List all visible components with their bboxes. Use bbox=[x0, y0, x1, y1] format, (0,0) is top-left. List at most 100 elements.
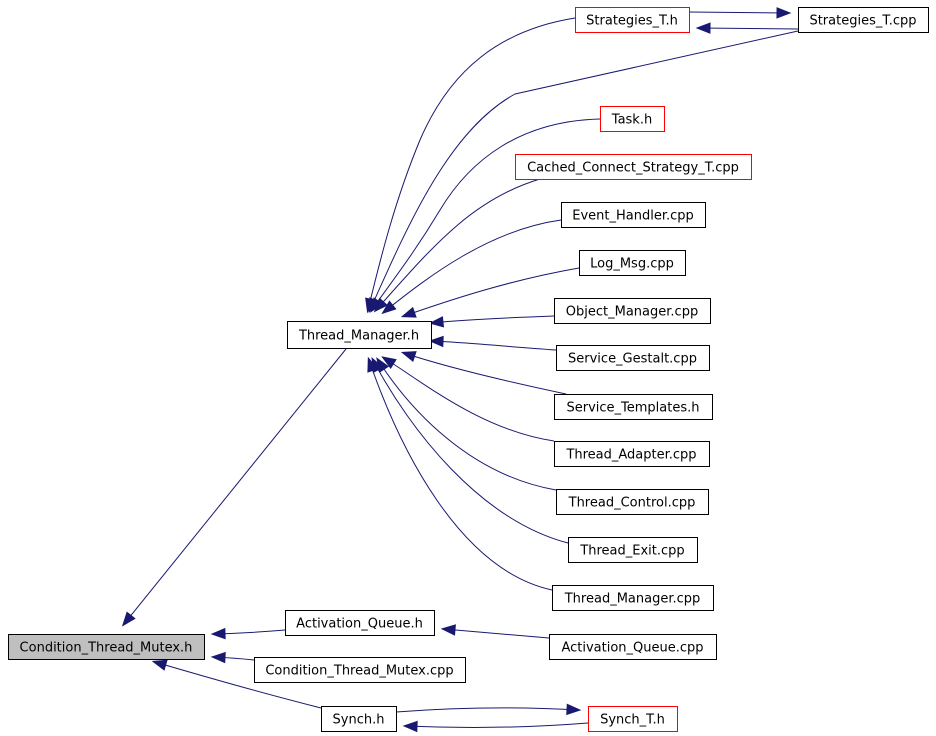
node-box[interactable] bbox=[321, 706, 397, 732]
node-label: Service_Templates.h bbox=[566, 401, 699, 416]
node-box[interactable] bbox=[8, 634, 205, 660]
edge-object_manager_cpp-to-thread_manager_h bbox=[428, 315, 555, 328]
arrowhead-icon bbox=[566, 703, 582, 716]
edge-synch_h-to-condition_thread_mutex_h bbox=[151, 659, 322, 709]
node-label: Task.h bbox=[611, 113, 652, 128]
node-strategies-t-h[interactable]: Strategies_T.h bbox=[575, 7, 690, 33]
node-box[interactable] bbox=[579, 250, 686, 276]
node-thread-control-cpp[interactable]: Thread_Control.cpp bbox=[556, 489, 709, 515]
edge-cached_connect_strategy_t_cpp-to-thread_manager_h bbox=[373, 178, 541, 313]
node-event-handler-cpp[interactable]: Event_Handler.cpp bbox=[561, 202, 706, 228]
edge-line bbox=[431, 315, 555, 324]
node-label: Thread_Exit.cpp bbox=[579, 544, 684, 559]
arrowhead-icon bbox=[428, 316, 445, 328]
edge-condition_thread_mutex_cpp-to-condition_thread_mutex_h bbox=[210, 651, 255, 664]
node-box[interactable] bbox=[554, 394, 713, 420]
edge-line bbox=[372, 359, 569, 544]
node-box[interactable] bbox=[561, 202, 706, 228]
edge-synch_h-to-synch_t_h bbox=[395, 703, 582, 716]
node-thread-manager-cpp[interactable]: Thread_Manager.cpp bbox=[552, 585, 714, 611]
edge-thread_manager_cpp-to-thread_manager_h bbox=[367, 356, 553, 591]
node-service-templates-h[interactable]: Service_Templates.h bbox=[554, 394, 713, 420]
arrowhead-icon bbox=[381, 300, 397, 315]
node-box[interactable] bbox=[285, 610, 435, 636]
node-box[interactable] bbox=[568, 537, 698, 563]
edge-line bbox=[383, 219, 562, 313]
arrowhead-icon bbox=[381, 356, 397, 369]
edge-synch_t_h-to-synch_h bbox=[402, 720, 589, 733]
node-label: Cached_Connect_Strategy_T.cpp bbox=[527, 161, 739, 176]
edge-line bbox=[395, 707, 579, 713]
node-label: Activation_Queue.cpp bbox=[561, 641, 703, 656]
node-box[interactable] bbox=[588, 706, 678, 732]
node-strategies-t-cpp[interactable]: Strategies_T.cpp bbox=[798, 7, 929, 33]
arrowhead-icon bbox=[121, 611, 136, 627]
edge-thread_exit_cpp-to-thread_manager_h bbox=[371, 357, 569, 544]
node-cached-connect-strategy-t-cpp[interactable]: Cached_Connect_Strategy_T.cpp bbox=[515, 154, 752, 180]
edge-line bbox=[443, 628, 550, 639]
node-label: Condition_Thread_Mutex.cpp bbox=[265, 664, 453, 679]
node-box[interactable] bbox=[556, 345, 710, 371]
node-task-h[interactable]: Task.h bbox=[600, 106, 665, 132]
node-label: Condition_Thread_Mutex.h bbox=[20, 641, 193, 656]
edge-line bbox=[403, 352, 567, 395]
arrowhead-icon bbox=[210, 651, 226, 664]
edge-log_msg_cpp-to-thread_manager_h bbox=[400, 267, 580, 318]
edge-service_templates_h-to-thread_manager_h bbox=[400, 351, 567, 395]
edge-line bbox=[377, 359, 557, 491]
edge-line bbox=[698, 27, 799, 30]
edge-thread_manager_h-to-condition_thread_mutex_h bbox=[121, 348, 347, 627]
arrowhead-icon bbox=[400, 351, 417, 363]
edge-line bbox=[369, 30, 799, 311]
arrowhead-icon bbox=[402, 720, 418, 733]
edge-line bbox=[405, 722, 589, 728]
node-service-gestalt-cpp[interactable]: Service_Gestalt.cpp bbox=[556, 345, 710, 371]
node-box[interactable] bbox=[515, 154, 752, 180]
node-object-manager-cpp[interactable]: Object_Manager.cpp bbox=[554, 298, 711, 324]
node-label: Strategies_T.cpp bbox=[809, 14, 916, 29]
edge-line bbox=[371, 118, 601, 311]
edge-line bbox=[431, 340, 557, 351]
node-log-msg-cpp[interactable]: Log_Msg.cpp bbox=[579, 250, 686, 276]
node-box[interactable] bbox=[575, 7, 690, 33]
graph-edges bbox=[121, 7, 799, 733]
node-label: Thread_Control.cpp bbox=[568, 496, 696, 511]
node-box[interactable] bbox=[287, 321, 432, 349]
arrowhead-icon bbox=[151, 659, 168, 671]
edge-line bbox=[383, 357, 555, 442]
node-thread-adapter-cpp[interactable]: Thread_Adapter.cpp bbox=[554, 441, 710, 467]
edge-strategies_t_h-to-strategies_t_cpp bbox=[688, 7, 792, 19]
node-activation-queue-h[interactable]: Activation_Queue.h bbox=[285, 610, 435, 636]
node-activation-queue-cpp[interactable]: Activation_Queue.cpp bbox=[549, 634, 717, 660]
node-label: Event_Handler.cpp bbox=[572, 209, 694, 224]
node-box[interactable] bbox=[798, 7, 929, 33]
node-thread-manager-h[interactable]: Thread_Manager.h bbox=[287, 321, 432, 349]
edge-line bbox=[375, 178, 541, 311]
edge-line bbox=[367, 17, 576, 311]
node-condition-thread-mutex-h[interactable]: Condition_Thread_Mutex.h bbox=[8, 634, 205, 660]
node-box[interactable] bbox=[554, 298, 711, 324]
edge-line bbox=[688, 11, 789, 14]
edge-line bbox=[403, 267, 580, 317]
edge-line bbox=[154, 661, 322, 709]
node-box[interactable] bbox=[552, 585, 714, 611]
edge-thread_adapter_cpp-to-thread_manager_h bbox=[381, 356, 555, 442]
node-label: Activation_Queue.h bbox=[296, 617, 423, 632]
node-thread-exit-cpp[interactable]: Thread_Exit.cpp bbox=[568, 537, 698, 563]
node-box[interactable] bbox=[554, 441, 710, 467]
node-box[interactable] bbox=[556, 489, 709, 515]
graph-nodes: Condition_Thread_Mutex.h Thread_Manager.h… bbox=[8, 7, 929, 732]
node-synch-h[interactable]: Synch.h bbox=[321, 706, 397, 732]
edge-activation_queue_h-to-condition_thread_mutex_h bbox=[210, 627, 286, 640]
node-label: Thread_Adapter.cpp bbox=[565, 448, 696, 463]
node-label: Strategies_T.h bbox=[586, 14, 678, 29]
node-box[interactable] bbox=[254, 657, 466, 683]
node-label: Thread_Manager.h bbox=[298, 329, 419, 344]
node-box[interactable] bbox=[549, 634, 717, 660]
node-synch-t-h[interactable]: Synch_T.h bbox=[588, 706, 678, 732]
edge-event_handler_cpp-to-thread_manager_h bbox=[381, 219, 562, 315]
node-condition-thread-mutex-cpp[interactable]: Condition_Thread_Mutex.cpp bbox=[254, 657, 466, 683]
edge-line bbox=[123, 348, 347, 625]
node-box[interactable] bbox=[600, 106, 665, 132]
